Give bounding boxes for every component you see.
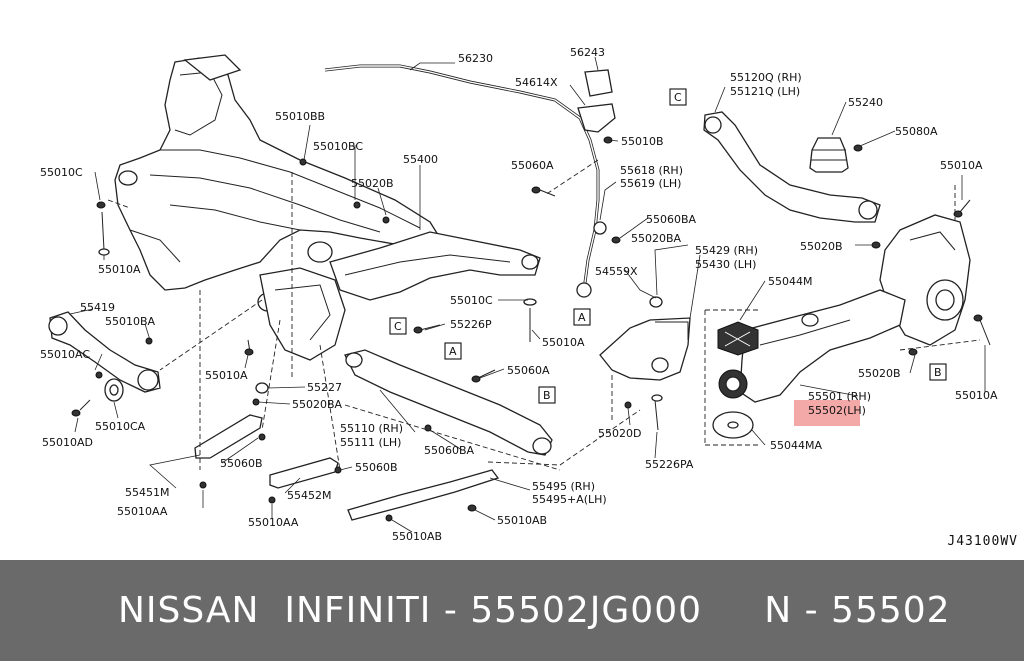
rear-subframe [114, 54, 441, 361]
callout-box-a-top: A [573, 308, 591, 326]
svg-text:B: B [934, 366, 942, 379]
stay-55452m [269, 457, 339, 489]
link-55419 [48, 311, 161, 393]
label-55010ab-right: 55010AB [497, 514, 547, 527]
label-55010ac: 55010AC [40, 348, 90, 361]
label-55060ba-top: 55060BA [646, 213, 697, 226]
stay-55451m [194, 414, 263, 459]
footer-bar: NISSAN INFINITI - 55502JG000 N - 55502 [0, 560, 1024, 661]
label-55020ba-low: 55020BA [292, 398, 343, 411]
svg-text:C: C [674, 91, 682, 104]
part-labels: 56230 56243 54614X 55010B 55010BB 55010B… [40, 46, 998, 543]
bushing-56243 [577, 69, 616, 133]
label-56243: 56243 [570, 46, 605, 59]
label-55010a-left: 55010A [98, 263, 141, 276]
parts-diagram: C A C A B B 56230 56243 54614X 55010B 55… [40, 46, 998, 543]
label-55060a-mid: 55060A [511, 159, 554, 172]
svg-text:B: B [543, 389, 551, 402]
label-55020ba-top: 55020BA [631, 232, 682, 245]
label-55060a-low: 55060A [507, 364, 550, 377]
label-55010aa-left: 55010AA [117, 505, 168, 518]
bushing-55502 [718, 369, 748, 399]
svg-text:A: A [578, 311, 586, 324]
spring-seat-lower-55044ma [712, 411, 754, 439]
label-55010b: 55010B [621, 135, 664, 148]
label-55010a-right-top: 55010A [940, 159, 983, 172]
callout-box-b-mid: B [538, 386, 556, 404]
label-55060ba-low: 55060BA [424, 444, 475, 457]
lower-control-arm-55502 [739, 289, 906, 403]
label-54614x: 54614X [515, 76, 558, 89]
label-55226pa: 55226PA [645, 458, 694, 471]
label-55451m: 55451M [125, 486, 169, 499]
rear-lower-arm-55400 [329, 231, 541, 301]
bolts [71, 136, 991, 522]
label-55010ca: 55010CA [95, 420, 146, 433]
label-55618: 55618 (RH) [620, 164, 683, 177]
label-55010bb: 55010BB [275, 110, 325, 123]
highlight-55502 [794, 400, 860, 426]
label-55430: 55430 (LH) [695, 258, 756, 271]
label-55044m: 55044M [768, 275, 812, 288]
bracket-55429 [599, 317, 691, 381]
label-55020b-low: 55020B [858, 367, 901, 380]
label-55020d: 55020D [598, 427, 641, 440]
label-55010ad: 55010AD [42, 436, 93, 449]
leader-lines [69, 56, 986, 533]
label-55110: 55110 (RH) [340, 422, 403, 435]
label-55010bc: 55010BC [313, 140, 363, 153]
label-55060b-left: 55060B [220, 457, 263, 470]
callout-box-b-right: B [929, 363, 947, 381]
diagram-code: J43100WV [947, 534, 1018, 549]
label-55495: 55495 (RH) [532, 480, 595, 493]
stabilizer-bar-56230 [324, 64, 607, 298]
label-55111: 55111 (LH) [340, 436, 401, 449]
label-56230: 56230 [458, 52, 493, 65]
label-55419: 55419 [80, 301, 115, 314]
callout-box-a-mid: A [444, 342, 462, 360]
footer-part-text: NISSAN INFINITI - 55502JG000 N - 55502 [118, 590, 951, 631]
label-55020b-right: 55020B [800, 240, 843, 253]
label-55240: 55240 [848, 96, 883, 109]
label-54559x: 54559X [595, 265, 638, 278]
stay-55495 [347, 469, 500, 521]
label-55060b-mid: 55060B [355, 461, 398, 474]
callout-box-c-mid: C [389, 317, 407, 335]
label-55020b-top: 55020B [351, 177, 394, 190]
upper-link-55120q [703, 111, 881, 223]
label-55619: 55619 (LH) [620, 177, 681, 190]
label-55010ab-low: 55010AB [392, 530, 442, 543]
spring-seat-upper-55044m [717, 321, 759, 356]
label-55010c: 55010C [40, 166, 83, 179]
svg-text:A: A [449, 345, 457, 358]
bump-stop-55240 [809, 137, 849, 173]
guide-lines [107, 159, 981, 471]
label-55226p: 55226P [450, 318, 492, 331]
label-55501: 55501 (RH) [808, 390, 871, 403]
washer-55010ca [104, 378, 124, 402]
svg-text:C: C [394, 320, 402, 333]
label-55044ma: 55044MA [770, 439, 822, 452]
label-55010a-left2: 55010A [205, 369, 248, 382]
label-55010ba: 55010BA [105, 315, 156, 328]
label-55010a-right-low: 55010A [955, 389, 998, 402]
label-55080a: 55080A [895, 125, 938, 138]
label-55495a: 55495+A(LH) [532, 493, 607, 506]
callout-box-c-top: C [669, 88, 687, 106]
label-55120q: 55120Q (RH) [730, 71, 802, 84]
label-55400: 55400 [403, 153, 438, 166]
label-55429: 55429 (RH) [695, 244, 758, 257]
label-55227: 55227 [307, 381, 342, 394]
label-55010aa-mid: 55010AA [248, 516, 299, 529]
label-55010c-mid: 55010C [450, 294, 493, 307]
label-55502: 55502(LH) [808, 404, 866, 417]
label-55010a-mid: 55010A [542, 336, 585, 349]
lateral-link-55110 [344, 349, 553, 456]
label-55121q: 55121Q (LH) [730, 85, 800, 98]
label-55452m: 55452M [287, 489, 331, 502]
